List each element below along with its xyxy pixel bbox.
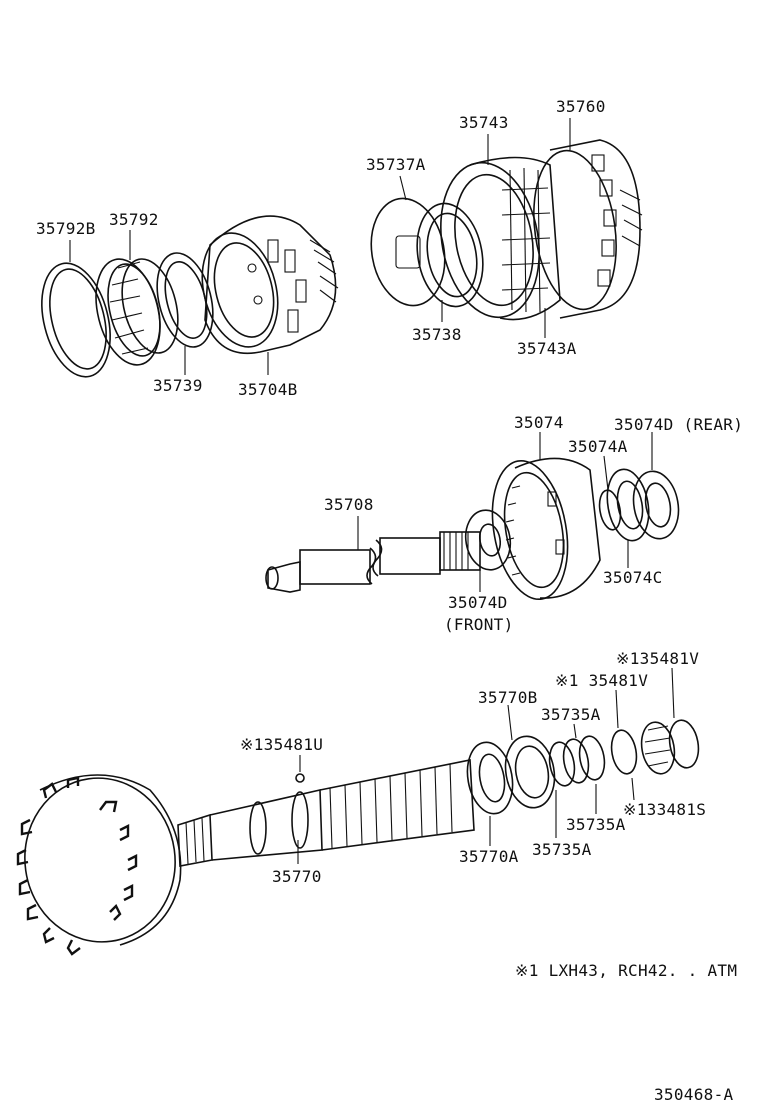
one-way-clutch-35792 xyxy=(95,258,179,366)
label-135481V-mid: ※1 35481V xyxy=(555,671,649,690)
label-35770A: 35770A xyxy=(459,847,519,866)
sun-gear-drum-35760 xyxy=(533,139,643,319)
clutch-disc-35738 xyxy=(416,202,484,308)
label-35770B: 35770B xyxy=(478,688,538,707)
thrust-bearing-35770A xyxy=(466,741,514,815)
clutch-plate-35737A xyxy=(370,197,446,307)
label-front-note: (FRONT) xyxy=(444,615,514,634)
seal-ring-133481S xyxy=(640,721,676,775)
label-35708: 35708 xyxy=(324,495,374,514)
label-35739: 35739 xyxy=(153,376,203,395)
label-35792: 35792 xyxy=(109,210,159,229)
label-133481S: ※133481S xyxy=(623,800,707,819)
o-ring-135481U xyxy=(295,773,305,783)
ring-gear-35074 xyxy=(491,457,601,601)
thrust-bearing-35074D-front xyxy=(464,509,512,571)
seal-rings-35735A xyxy=(548,735,606,787)
label-35074D-rear: 35074D (REAR) xyxy=(614,415,744,434)
label-35704B: 35704B xyxy=(238,380,298,399)
thrust-bearing-35074D-rear xyxy=(632,470,680,540)
label-35735A-mid: 35735A xyxy=(566,815,626,834)
label-35743A: 35743A xyxy=(517,339,577,358)
snap-ring-35792B xyxy=(41,262,111,378)
input-shaft-35770 xyxy=(177,759,475,867)
label-35770: 35770 xyxy=(272,867,322,886)
intermediate-shaft-35708 xyxy=(265,531,481,593)
label-35792B: 35792B xyxy=(36,219,96,238)
race-35770B xyxy=(504,735,556,809)
label-35074A: 35074A xyxy=(568,437,628,456)
race-35074A xyxy=(598,468,650,542)
ring-gear-35743 xyxy=(440,156,561,321)
clutch-drum-35770 xyxy=(16,774,182,956)
o-rings-135481V xyxy=(610,719,700,775)
diagram-id: 350468-A xyxy=(654,1085,734,1104)
label-35735A-top: 35735A xyxy=(541,705,601,724)
label-35743: 35743 xyxy=(459,113,509,132)
label-135481U: ※135481U xyxy=(240,735,324,754)
label-35074C: 35074C xyxy=(603,568,663,587)
planetary-gear-35704B xyxy=(201,215,339,354)
footnote-models: ※1 LXH43, RCH42. . ATM xyxy=(515,961,738,980)
label-35735A-bot: 35735A xyxy=(532,840,592,859)
label-35074D-front: 35074D xyxy=(448,593,508,612)
leader-lines xyxy=(69,118,675,864)
label-35737A: 35737A xyxy=(366,155,426,174)
label-35074: 35074 xyxy=(514,413,564,432)
label-35738: 35738 xyxy=(412,325,462,344)
label-135481V-top: ※135481V xyxy=(616,649,700,668)
label-35760: 35760 xyxy=(556,97,606,116)
